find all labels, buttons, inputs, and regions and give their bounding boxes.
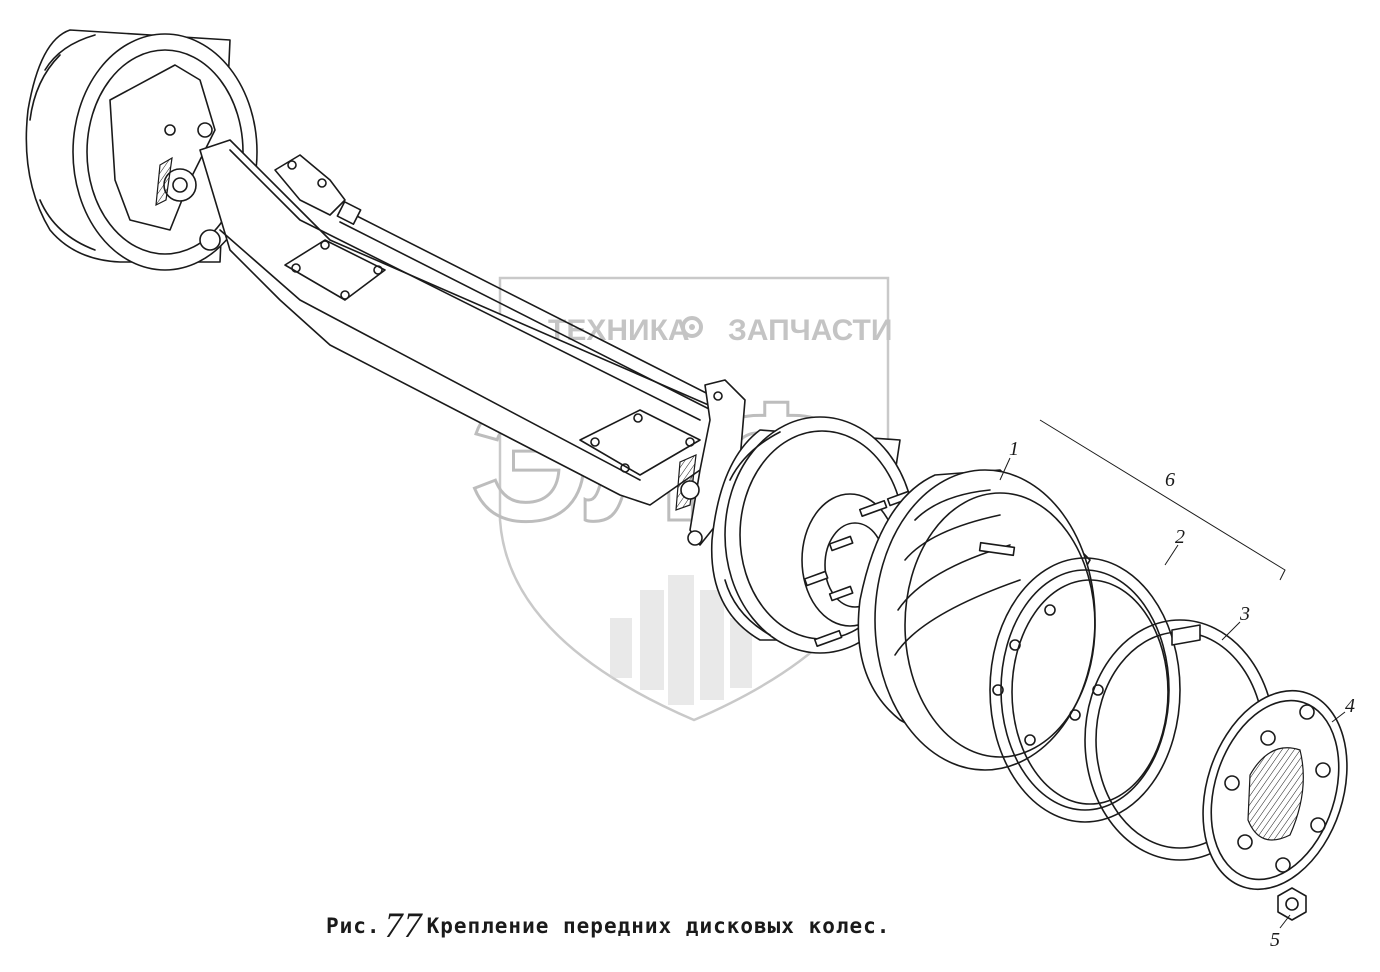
watermark-right-text: ЗАПЧАСТИ — [728, 314, 892, 347]
callout-4: 4 — [1345, 695, 1355, 717]
caption-prefix: Рис. — [326, 914, 381, 938]
clamp-disc — [1202, 689, 1348, 891]
caption-number: 77 — [384, 905, 423, 945]
callout-5: 5 — [1270, 929, 1280, 951]
callout-2: 2 — [1175, 526, 1185, 548]
callout-6: 6 — [1165, 469, 1175, 491]
gear-icon — [681, 316, 703, 338]
left-brake-drum — [25, 29, 258, 271]
callout-3: 3 — [1239, 603, 1250, 625]
disc-stud-holes — [1224, 704, 1331, 873]
wheel-studs — [803, 490, 912, 648]
callout-1: 1 — [1009, 438, 1019, 460]
callout-leaders — [999, 419, 1346, 929]
watermark-left-text: ТЕХНИКА — [548, 314, 690, 347]
wheel-nut — [1277, 887, 1307, 921]
caption-text: Крепление передних дисковых колес. — [426, 914, 891, 938]
side-ring — [989, 557, 1181, 823]
tie-rod — [274, 154, 721, 413]
wheel-disc-rim — [857, 469, 1104, 771]
front-axle-beam — [199, 139, 731, 506]
right-steering-knuckle — [675, 379, 746, 546]
watermark-buildings — [610, 575, 752, 705]
